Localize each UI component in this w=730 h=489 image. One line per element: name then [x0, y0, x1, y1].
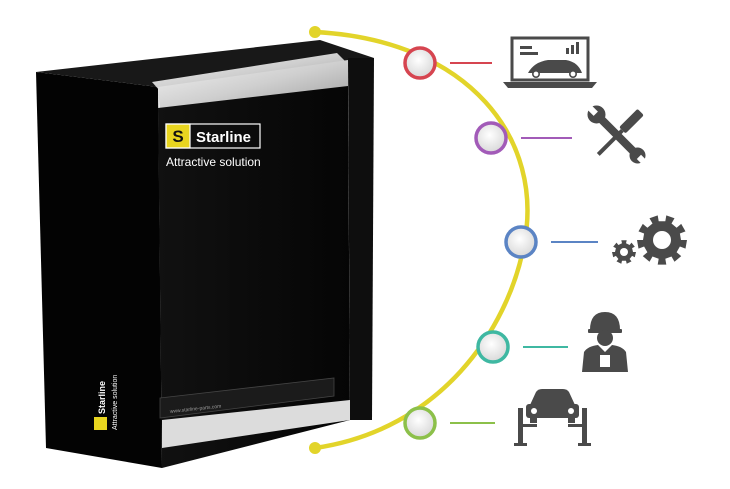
- box-top-face: [36, 40, 374, 87]
- brand-logo: S Starline Attractive solution: [165, 123, 261, 169]
- logo-letter: S: [172, 127, 183, 146]
- box-front-face: [158, 86, 350, 468]
- brand-tagline: Attractive solution: [166, 155, 261, 169]
- step-node-1: [403, 46, 437, 80]
- diagnostics-laptop-icon: [503, 36, 597, 88]
- box-right-edge: [348, 58, 374, 420]
- side-logo-square: [94, 417, 107, 430]
- side-brand-name: Starline: [97, 381, 107, 414]
- brand-name: Starline: [196, 129, 251, 146]
- product-box: S Starline Attractive solution www.starl…: [36, 40, 374, 468]
- logo-frame: [165, 123, 261, 149]
- box-bottom-band: [162, 400, 350, 448]
- step-node-3: [504, 225, 538, 259]
- side-vertical-logo: Starline Attractive solution: [94, 375, 119, 430]
- box-bottom-strip: [159, 377, 335, 419]
- website-url: www.starline-parts.com: [170, 404, 222, 415]
- step-node-2: [474, 121, 508, 155]
- box-side-face: [36, 72, 162, 468]
- arc-end-dot: [309, 442, 321, 454]
- side-brand-tagline: Attractive solution: [112, 375, 119, 430]
- car-lift-icon: [514, 389, 591, 446]
- box-lid-front-strip: [158, 60, 348, 112]
- tools-wrench-screwdriver-icon: [586, 104, 648, 166]
- mechanic-worker-icon: [582, 312, 628, 372]
- step-node-4: [476, 330, 510, 364]
- gears-icon: [612, 215, 687, 265]
- step-nodes: [403, 46, 598, 440]
- step-node-5: [403, 406, 437, 440]
- arc-start-dot: [309, 26, 321, 38]
